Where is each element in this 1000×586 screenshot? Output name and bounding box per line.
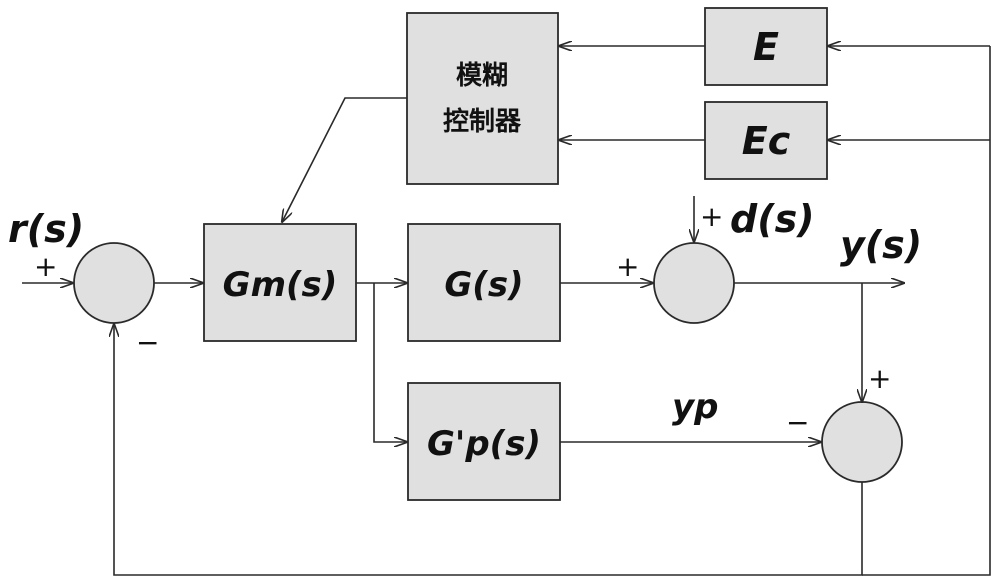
e-block (704, 7, 828, 86)
wire-feedback-bus (862, 46, 991, 576)
fuzzy-controller-label-line1: 模糊 (456, 61, 508, 91)
gm-block (203, 223, 357, 342)
wire-fuzzy-to-gm (282, 97, 407, 222)
ec-block (704, 101, 828, 180)
summing-junction-error (821, 401, 903, 483)
g-block (407, 223, 561, 342)
gp-block-label: G'p(s) (427, 424, 541, 464)
sum2-plus-sign-left: + (616, 250, 639, 283)
gp-block (407, 382, 561, 501)
summing-junction-input (73, 242, 155, 324)
gm-block-label: Gm(s) (223, 265, 338, 305)
sum1-plus-sign: + (34, 250, 57, 283)
sum2-plus-sign-top: + (700, 200, 723, 233)
sum3-plus-sign: + (868, 362, 891, 395)
signal-yp-label: yp (672, 387, 719, 427)
fuzzy-controller-block (406, 12, 559, 185)
signal-d-label: d(s) (730, 197, 815, 241)
signal-y-label: y(s) (840, 223, 922, 267)
ec-block-label: Ec (742, 119, 791, 163)
wire-gm-to-gp (373, 283, 407, 442)
e-block-label: E (753, 25, 779, 69)
sum1-minus-sign: − (136, 326, 159, 359)
signal-r-label: r(s) (8, 207, 84, 251)
sum3-minus-sign: − (786, 406, 809, 439)
summing-junction-disturbance (653, 242, 735, 324)
fuzzy-controller-label-line2: 控制器 (443, 107, 522, 137)
wire-feedback-main (114, 324, 863, 576)
g-block-label: G(s) (444, 265, 523, 305)
